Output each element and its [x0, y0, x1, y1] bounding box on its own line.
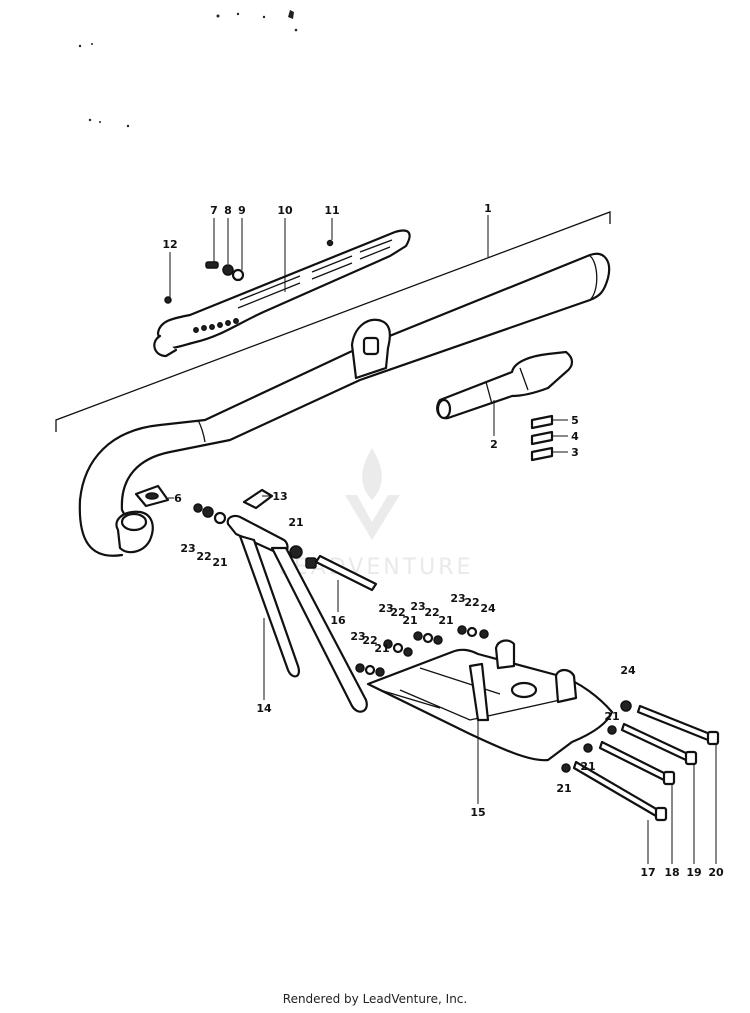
callout-21: 21 — [288, 516, 303, 529]
nuts-and-washers — [355, 625, 632, 773]
callout-17: 17 — [640, 866, 655, 879]
callout-21: 21 — [374, 642, 389, 655]
callout-3: 3 — [571, 446, 579, 459]
callout-23: 23 — [350, 630, 365, 643]
exhaust-pipe-muffler — [78, 252, 611, 557]
callout-21: 21 — [438, 614, 453, 627]
callout-21: 21 — [604, 710, 619, 723]
callout-22: 22 — [464, 596, 479, 609]
skid-plate — [366, 639, 614, 762]
shield-screws — [164, 239, 334, 304]
clamp — [242, 488, 274, 510]
callout-7: 7 — [210, 204, 218, 217]
callout-21: 21 — [402, 614, 417, 627]
callout-16: 16 — [330, 614, 346, 627]
callout-6: 6 — [174, 492, 182, 505]
gasket — [134, 484, 170, 508]
callout-21: 21 — [580, 760, 595, 773]
assembly-bracket — [55, 211, 611, 432]
callout-18: 18 — [664, 866, 679, 879]
callout-23: 23 — [410, 600, 425, 613]
callout-22: 22 — [424, 606, 439, 619]
callout-23: 23 — [378, 602, 393, 615]
callout-24: 24 — [620, 664, 636, 677]
callout-24: 24 — [480, 602, 496, 615]
callout-20: 20 — [708, 866, 724, 879]
callout-22: 22 — [196, 550, 211, 563]
callout-4: 4 — [571, 430, 579, 443]
callout-22: 22 — [362, 634, 377, 647]
callout-11: 11 — [324, 204, 339, 217]
heat-shield — [153, 229, 411, 358]
callout-21: 21 — [556, 782, 571, 795]
callout-19: 19 — [686, 866, 701, 879]
callout-labels: 1 2 3 4 5 6 7 8 9 10 11 12 13 14 15 16 1… — [162, 202, 724, 879]
callout-23: 23 — [450, 592, 465, 605]
callout-5: 5 — [571, 414, 579, 427]
callout-2: 2 — [490, 438, 498, 451]
silencer-insert — [436, 350, 574, 420]
callout-21: 21 — [212, 556, 227, 569]
silencer-bolts — [530, 414, 554, 462]
callout-23: 23 — [180, 542, 195, 555]
footer-credit: Rendered by LeadVenture, Inc. — [282, 992, 468, 1006]
callout-22: 22 — [390, 606, 405, 619]
mounting-bolts — [572, 704, 720, 822]
leadventure-flame-logo-icon — [345, 448, 400, 540]
muffler-stand — [193, 503, 368, 713]
callout-14: 14 — [256, 702, 272, 715]
callout-9: 9 — [238, 204, 246, 217]
callout-13: 13 — [272, 490, 287, 503]
callout-8: 8 — [224, 204, 232, 217]
scan-specks — [78, 10, 298, 128]
callout-12: 12 — [162, 238, 177, 251]
leader-lines — [168, 218, 717, 864]
callout-10: 10 — [277, 204, 293, 217]
callout-15: 15 — [470, 806, 485, 819]
long-bolt — [305, 554, 378, 592]
callout-1: 1 — [484, 202, 492, 215]
